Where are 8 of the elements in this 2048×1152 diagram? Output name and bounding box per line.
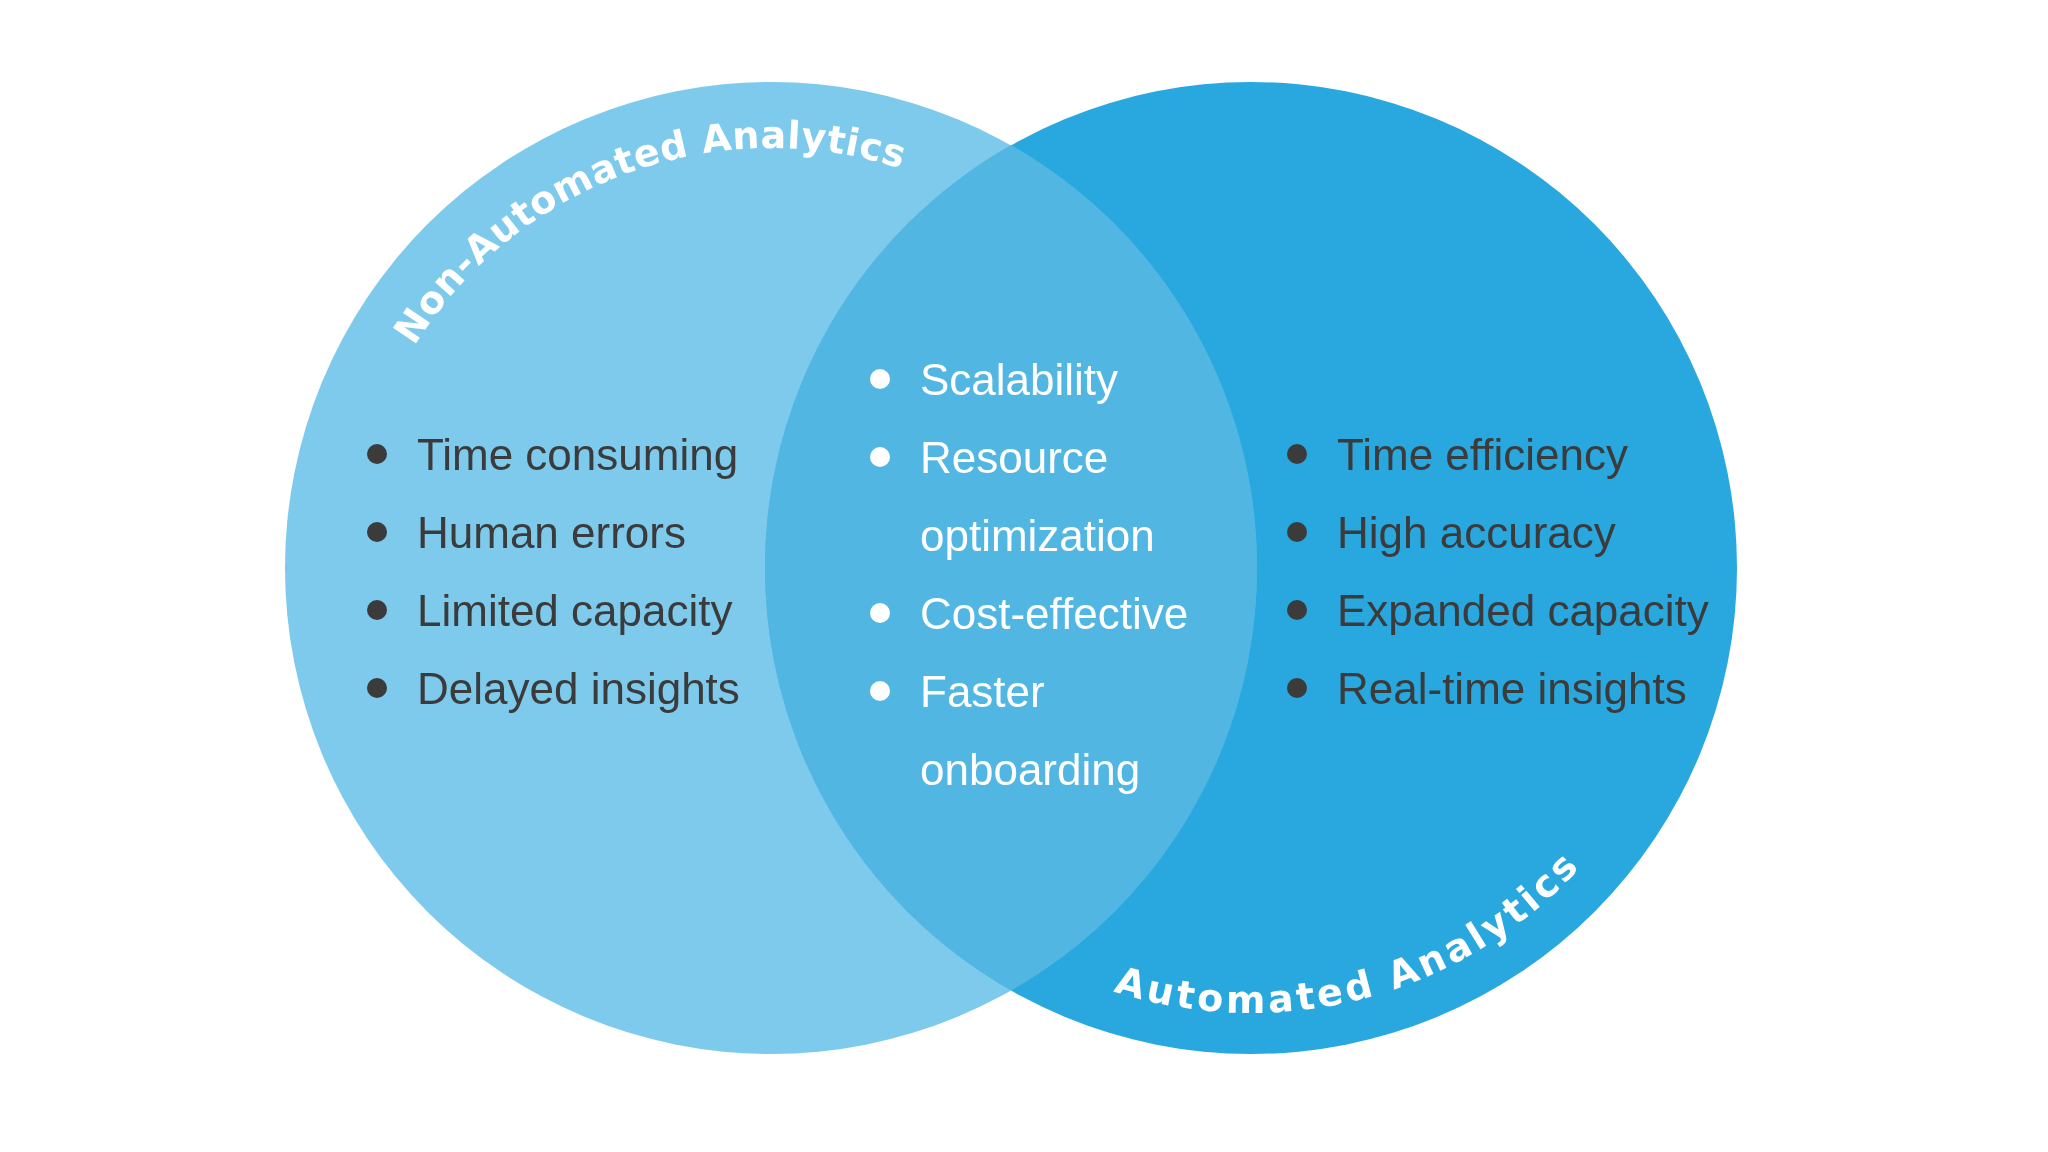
list-item-text: Human errors	[417, 507, 686, 559]
list-item-text: Real-time insights	[1337, 663, 1687, 715]
list-item-text: Time consuming	[417, 429, 739, 481]
list-item-text: Limited capacity	[417, 585, 733, 637]
list-item-text: High accuracy	[1337, 507, 1616, 559]
list-item-text: Expanded capacity	[1337, 585, 1709, 637]
list-item-text: Delayed insights	[417, 663, 740, 715]
list-item-text: Time efficiency	[1337, 429, 1628, 481]
